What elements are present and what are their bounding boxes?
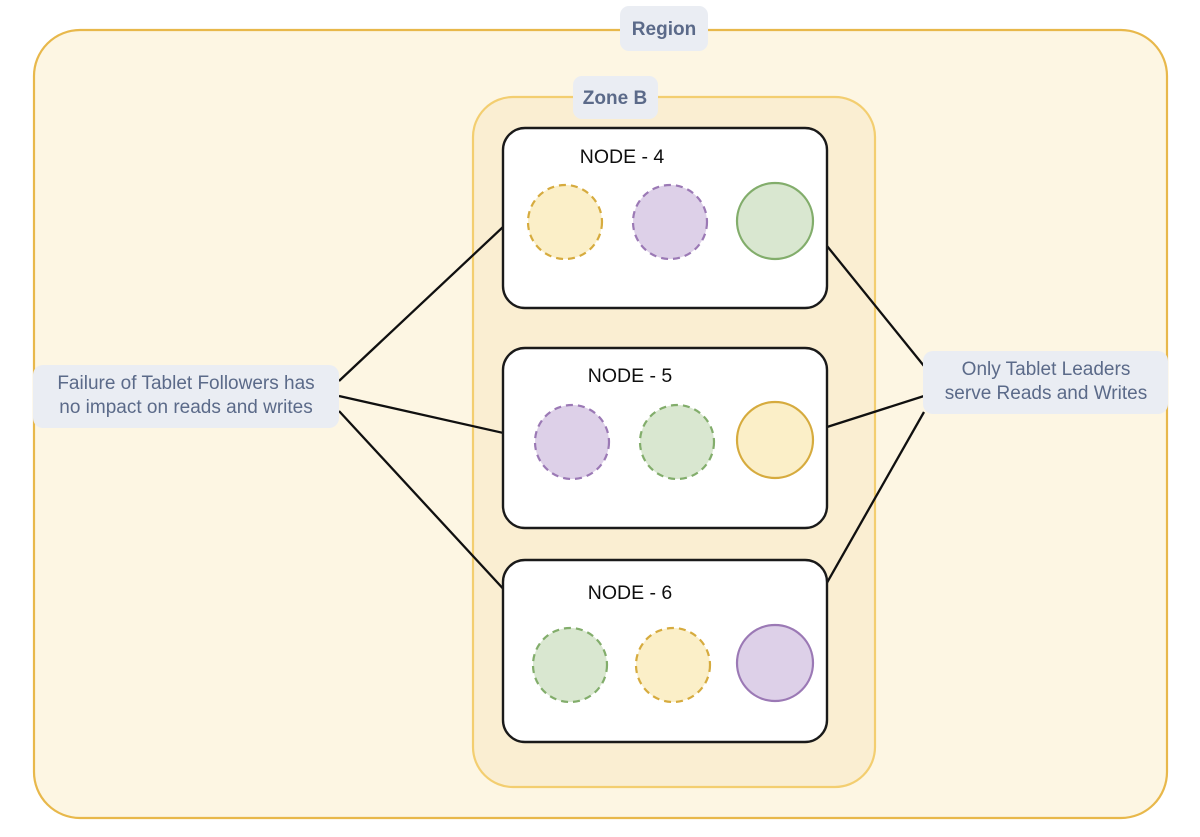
annotation-left-line2: no impact on reads and writes: [59, 397, 312, 418]
tablet-follower-yellow[interactable]: [526, 183, 604, 261]
node-card-2[interactable]: NODE - 6: [501, 558, 829, 744]
annotation-right-chip: [923, 351, 1168, 414]
node-card-1[interactable]: NODE - 5: [501, 346, 829, 530]
tablet-leader-yellow[interactable]: [735, 400, 815, 480]
node-title: NODE - 6: [588, 582, 673, 604]
node-card-0[interactable]: NODE - 4: [501, 126, 829, 310]
tablet-follower-yellow[interactable]: [634, 626, 712, 704]
tablet-follower-green[interactable]: [638, 403, 716, 481]
annotation-left-chip: [33, 365, 339, 428]
node-title: NODE - 4: [580, 146, 665, 168]
tablet-follower-purple[interactable]: [533, 403, 611, 481]
annotation-left: Failure of Tablet Followers has no impac…: [33, 365, 339, 428]
region-label-text: Region: [632, 19, 696, 40]
region-label: Region: [620, 6, 708, 51]
node-title: NODE - 5: [588, 365, 673, 387]
annotation-right-line2: serve Reads and Writes: [945, 383, 1147, 404]
tablet-leader-purple[interactable]: [735, 623, 815, 703]
annotation-right: Only Tablet Leaders serve Reads and Writ…: [923, 351, 1168, 414]
tablet-follower-green[interactable]: [531, 626, 609, 704]
annotation-right-line1: Only Tablet Leaders: [962, 359, 1131, 380]
annotation-left-line1: Failure of Tablet Followers has: [57, 373, 314, 394]
region-label-chip: [620, 6, 708, 51]
tablet-leader-green[interactable]: [735, 181, 815, 261]
zone-b-label-chip: [573, 76, 658, 119]
tablet-follower-purple[interactable]: [631, 183, 709, 261]
zone-b-label-text: Zone B: [583, 88, 647, 109]
zone-b-label: Zone B: [573, 76, 658, 119]
